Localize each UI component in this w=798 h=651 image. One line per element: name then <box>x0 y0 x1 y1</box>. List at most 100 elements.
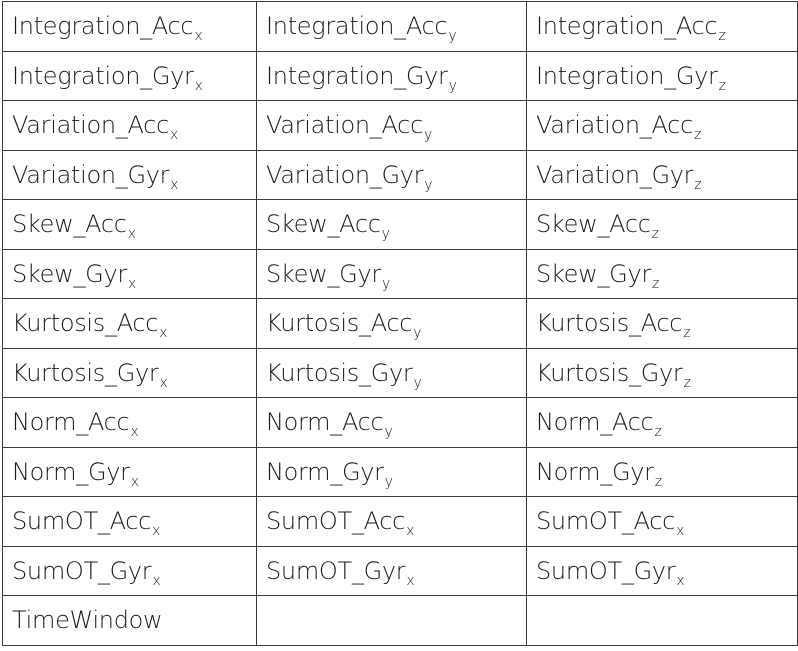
axis-subscript: y <box>413 325 422 342</box>
table-cell: Norm_Gyry <box>256 446 527 497</box>
table-cell: Norm_Accy <box>256 397 527 448</box>
feature-name: Variation_Acc <box>536 111 693 140</box>
table-cell: Integration_Gyry <box>256 50 527 101</box>
axis-subscript: x <box>152 572 161 589</box>
feature-name: SumOT_Acc <box>536 507 676 536</box>
table-cell: Integration_Accx <box>2 1 257 52</box>
feature-name: Skew_Gyr <box>266 259 381 288</box>
axis-subscript: x <box>676 572 685 589</box>
feature-name: SumOT_Acc <box>12 507 152 536</box>
feature-name: Integration_Gyr <box>12 61 194 90</box>
table-cell: Variation_Accz <box>526 100 798 151</box>
axis-subscript: x <box>676 523 685 540</box>
table-cell: Kurtosis_Gyrx <box>2 347 257 398</box>
table-cell: Norm_Gyrz <box>526 446 798 497</box>
axis-subscript: z <box>654 473 662 490</box>
axis-subscript: y <box>381 226 390 243</box>
axis-subscript: z <box>694 176 702 193</box>
feature-name: SumOT_Gyr <box>12 556 152 585</box>
feature-name: SumOT_Gyr <box>266 556 406 585</box>
table-cell: Kurtosis_Accz <box>526 298 798 349</box>
table-cell: Variation_Gyry <box>256 149 527 200</box>
table-cell: SumOT_Accx <box>2 496 257 547</box>
feature-name: Skew_Acc <box>12 210 127 239</box>
table-cell: Skew_Gyrx <box>2 248 257 299</box>
axis-subscript: z <box>683 374 691 391</box>
axis-subscript: x <box>130 424 139 441</box>
table-cell: Skew_Gyrz <box>526 248 798 299</box>
table-cell: Integration_Gyrx <box>2 50 257 101</box>
table-cell: Skew_Accz <box>526 199 798 250</box>
axis-subscript: y <box>424 176 433 193</box>
axis-subscript: x <box>159 325 168 342</box>
axis-subscript: z <box>651 226 659 243</box>
table-cell: SumOT_Gyrx <box>526 545 798 596</box>
axis-subscript: y <box>423 127 432 144</box>
feature-name: Variation_Gyr <box>12 160 170 189</box>
feature-name: Integration_Acc <box>12 12 194 41</box>
axis-subscript: x <box>194 28 203 45</box>
axis-subscript: x <box>130 473 139 490</box>
axis-subscript: z <box>693 127 702 144</box>
feature-name: Norm_Acc <box>12 408 130 437</box>
table-cell: Norm_Accx <box>2 397 257 448</box>
table-cell: SumOT_Gyrx <box>2 545 257 596</box>
table-cell <box>256 595 527 646</box>
table-cell: Integration_Gyrz <box>526 50 798 101</box>
table-cell: Kurtosis_Gyrz <box>526 347 798 398</box>
feature-name: Integration_Acc <box>536 12 718 41</box>
feature-name: Integration_Acc <box>266 12 448 41</box>
table-cell: Variation_Accy <box>256 100 527 151</box>
table-cell: Variation_Accx <box>2 100 257 151</box>
table-cell: Kurtosis_Accy <box>256 298 527 349</box>
feature-name: Skew_Gyr <box>12 259 127 288</box>
feature-name: SumOT_Acc <box>266 507 406 536</box>
axis-subscript: x <box>127 226 136 243</box>
axis-subscript: y <box>448 28 457 45</box>
table-cell: SumOT_Accx <box>526 496 798 547</box>
table-cell: Skew_Gyry <box>256 248 527 299</box>
table-cell: Norm_Accz <box>526 397 798 448</box>
table-cell: Skew_Accx <box>2 199 257 250</box>
axis-subscript: x <box>194 77 203 94</box>
axis-subscript: y <box>413 374 422 391</box>
axis-subscript: x <box>159 374 168 391</box>
feature-name: Norm_Gyr <box>536 457 654 486</box>
table-cell: Skew_Accy <box>256 199 527 250</box>
feature-name: Variation_Acc <box>266 111 423 140</box>
feature-name: Norm_Acc <box>536 408 654 437</box>
table-cell: Integration_Accy <box>256 1 527 52</box>
feature-name: TimeWindow <box>12 606 163 635</box>
axis-subscript: y <box>381 275 390 292</box>
table-row: TimeWindow <box>2 595 798 646</box>
feature-name: Norm_Gyr <box>12 457 130 486</box>
feature-name: Kurtosis_Gyr <box>12 358 159 387</box>
table-cell: Variation_Gyrx <box>2 149 257 200</box>
feature-name: Skew_Gyr <box>536 259 651 288</box>
axis-subscript: z <box>651 275 660 292</box>
axis-subscript: x <box>127 275 136 292</box>
table-cell: Norm_Gyrx <box>2 446 257 497</box>
axis-subscript: x <box>152 523 161 540</box>
table-cell: Integration_Accz <box>526 1 798 52</box>
axis-subscript: x <box>170 176 179 193</box>
feature-name: Kurtosis_Gyr <box>536 358 683 387</box>
axis-subscript: x <box>406 572 415 589</box>
feature-name: Integration_Gyr <box>536 61 718 90</box>
axis-subscript: z <box>718 77 726 94</box>
table-cell: SumOT_Accx <box>256 496 527 547</box>
feature-name: Variation_Gyr <box>536 160 694 189</box>
feature-name: Kurtosis_Acc <box>12 309 159 338</box>
feature-name: Kurtosis_Acc <box>266 309 413 338</box>
